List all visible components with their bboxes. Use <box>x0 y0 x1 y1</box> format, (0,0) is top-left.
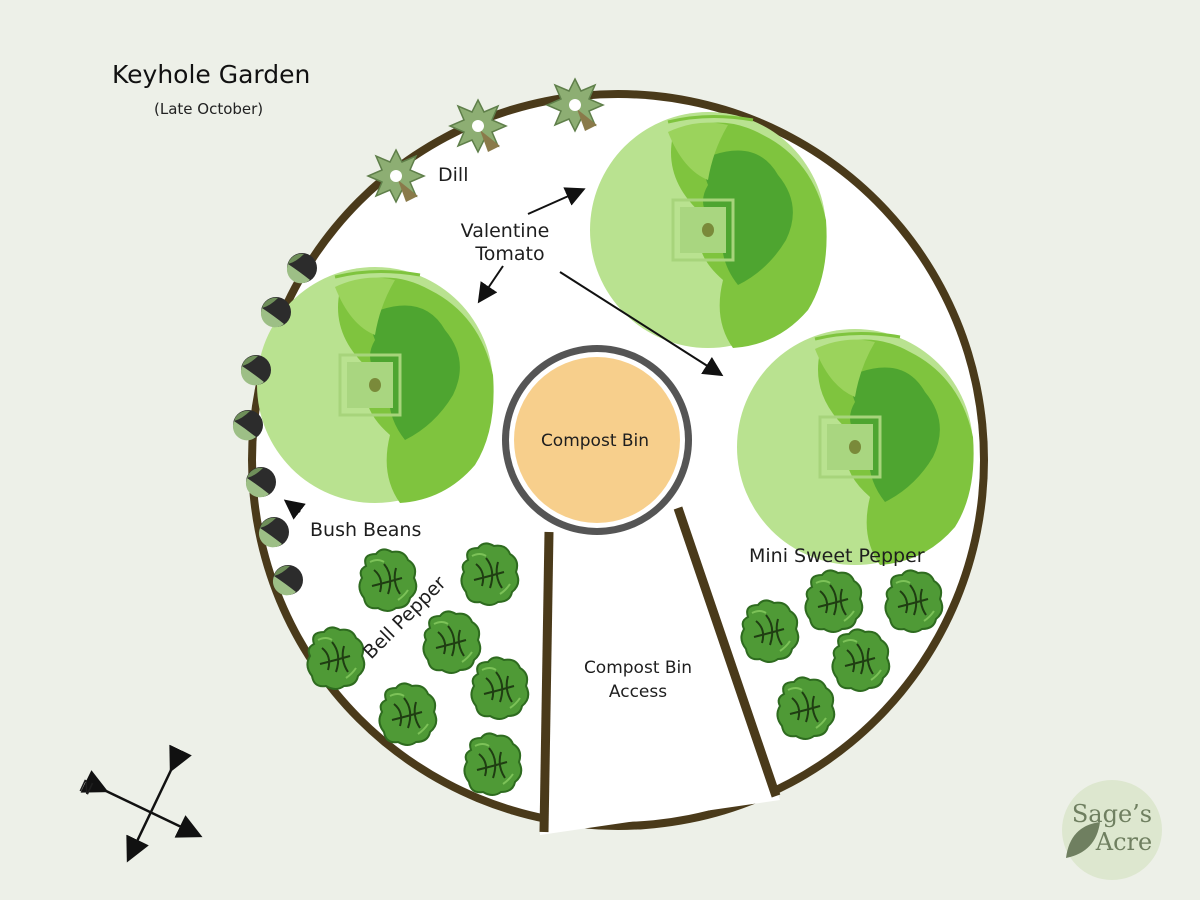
dill-plant-icon <box>546 78 604 132</box>
dill-plant-icon <box>367 149 425 203</box>
pepper-plant-icon <box>740 599 800 663</box>
dill-plant-icon <box>449 99 507 153</box>
tomato-label-line1: Valentine <box>461 220 550 242</box>
tomato-plant-icon <box>255 265 496 505</box>
page-subtitle: (Late October) <box>154 100 264 118</box>
keyhole-access-path <box>539 506 781 835</box>
pepper-plant-icon <box>776 676 836 740</box>
tomato-arrow <box>559 271 724 377</box>
pepper-plant-icon <box>831 628 891 692</box>
page-title: Keyhole Garden <box>112 60 311 89</box>
leaf-icon <box>1066 822 1100 858</box>
mini-sweet-pepper-label: Mini Sweet Pepper <box>749 545 925 567</box>
bush-beans-label: Bush Beans <box>310 519 421 541</box>
sages-acre-logo: Sage’s Acre <box>1062 780 1162 880</box>
tomato-arrow <box>477 265 504 304</box>
pepper-plant-icon <box>306 626 366 690</box>
tomato-label-line2: Tomato <box>474 243 544 265</box>
access-path-left-wall <box>539 531 554 833</box>
pepper-plant-icon <box>804 569 864 633</box>
logo-line1: Sage’s <box>1072 800 1152 828</box>
tomato-arrow <box>527 187 586 215</box>
compass-north-label: N <box>76 776 96 800</box>
logo-line2: Acre <box>1095 828 1152 856</box>
access-label-line1: Compost Bin <box>584 658 692 678</box>
compost-bin <box>502 345 692 535</box>
pepper-plant-icon <box>378 682 438 746</box>
pepper-plant-icon <box>470 656 530 720</box>
access-label-line2: Access <box>609 682 667 702</box>
pepper-plant-icon <box>884 569 944 633</box>
compass-icon: N <box>76 744 203 863</box>
access-path-right-wall <box>673 506 781 798</box>
compost-bin-label: Compost Bin <box>541 431 649 451</box>
pepper-plant-icon <box>460 542 520 606</box>
pepper-plant-icon <box>463 732 523 796</box>
annotation-arrows <box>283 187 724 520</box>
dill-label: Dill <box>438 164 468 186</box>
bush-beans-arrow <box>283 499 306 520</box>
tomato-plant-icon <box>735 327 976 567</box>
pepper-plant-icon <box>422 610 482 674</box>
